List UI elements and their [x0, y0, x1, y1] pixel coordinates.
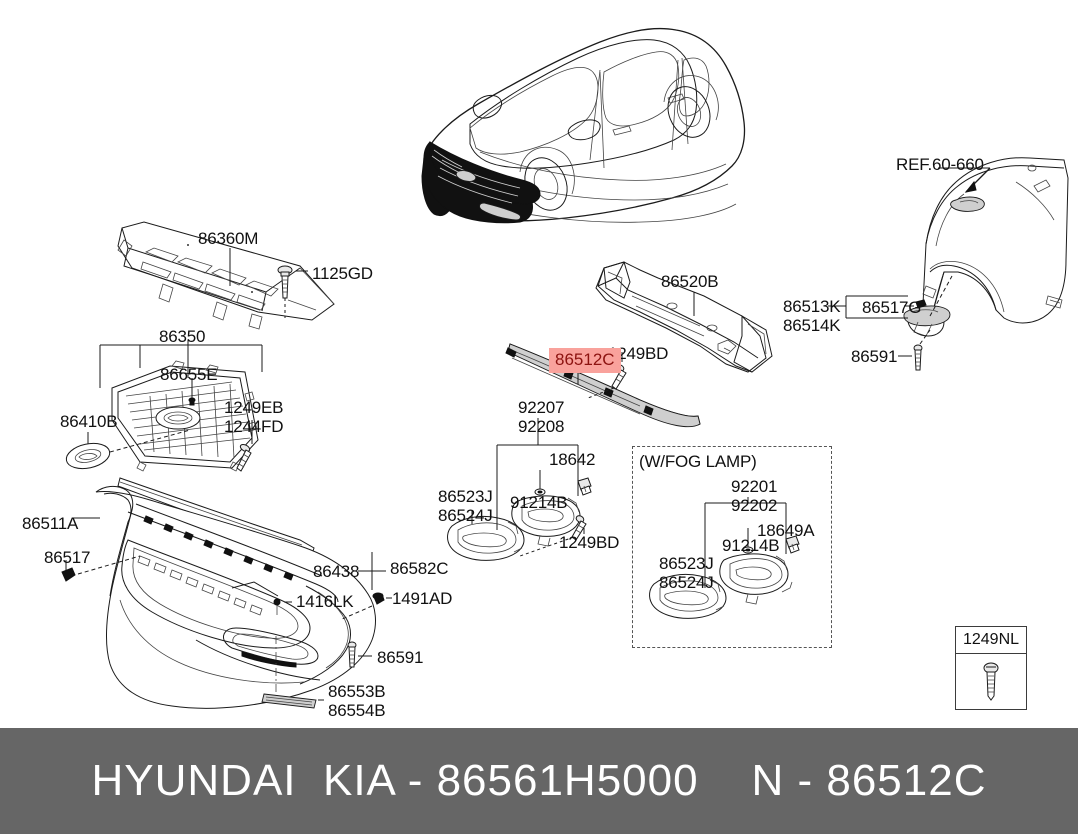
leader-86591-dash — [919, 329, 931, 345]
label-86591-left: 86591 — [377, 648, 424, 667]
part-18642 — [577, 477, 592, 496]
vehicle-illustration — [421, 27, 746, 224]
label-1491AD: 1491AD — [392, 589, 453, 608]
highlighted-part-86512C[interactable]: 86512C — [549, 348, 621, 373]
part-86517G-clip — [915, 299, 927, 309]
label-fog-18649A: 18649A — [757, 521, 815, 540]
label-18642: 18642 — [549, 450, 596, 469]
label-fog-86523J: 86523J 86524J — [659, 554, 714, 592]
bracket-86513K — [828, 295, 908, 319]
label-86520B: 86520B — [661, 272, 719, 291]
part-86520B — [595, 261, 773, 373]
fog-box-contents — [649, 535, 800, 619]
arrow-REF — [964, 180, 977, 193]
leader-1416LK-b — [231, 581, 279, 597]
screw-icon — [983, 662, 999, 701]
label-86410B: 86410B — [60, 412, 118, 431]
part-1491AD — [372, 592, 385, 605]
label-1125GD: 1125GD — [312, 264, 373, 283]
part-86591-right — [913, 344, 923, 371]
legend-box: 1249NL — [955, 626, 1027, 710]
label-86582C: 86582C — [390, 559, 449, 578]
part-fender — [917, 157, 1069, 325]
bracket-86350 — [99, 344, 263, 388]
legend-header: 1249NL — [956, 627, 1026, 654]
label-ref-60-660: REF.60-660 — [896, 155, 984, 174]
part-1249EB — [236, 443, 252, 472]
label-86360M: 86360M — [198, 229, 259, 248]
leader-1491AD-dash — [339, 605, 373, 621]
part-86553B — [261, 693, 317, 709]
part-86410B — [65, 442, 111, 470]
label-1249EB: 1249EB 1244FD — [224, 398, 284, 436]
label-86517: 86517 — [44, 548, 91, 567]
label-86523J: 86523J 86524J — [438, 487, 493, 525]
leader-fender-dash — [929, 275, 953, 317]
label-86591-right: 86591 — [851, 347, 898, 366]
label-86350: 86350 — [159, 327, 206, 346]
label-92207: 92207 92208 — [518, 398, 565, 436]
label-91214B: 91214B — [510, 493, 568, 512]
label-86511A: 86511A — [22, 514, 79, 533]
footer-text-wrap: HYUNDAI KIA - 86561H5000 N - 86512C — [0, 728, 1078, 834]
label-1416LK: 1416LK — [296, 592, 354, 611]
part-1249BD-bottom — [571, 515, 587, 541]
label-fog-title: (W/FOG LAMP) — [639, 452, 757, 471]
label-86553B: 86553B 86554B — [328, 682, 386, 720]
footer-bar: HYUNDAI KIA - 86561H5000 N - 86512C — [0, 728, 1078, 834]
legend-code: 1249NL — [962, 631, 1020, 648]
part-1125GD — [277, 265, 293, 299]
legend-body — [956, 654, 1026, 708]
footer-part-text: HYUNDAI KIA - 86561H5000 N - 86512C — [91, 756, 987, 805]
label-86513K: 86513K 86514K — [783, 297, 841, 335]
bracket-86582C — [358, 552, 386, 590]
part-86513K — [903, 305, 951, 337]
part-86591-left — [347, 641, 357, 668]
part-86360M — [117, 221, 335, 330]
diagram-canvas — [61, 27, 1069, 709]
label-86655E: 86655E — [160, 365, 218, 384]
label-fog-91214B: 91214B — [722, 536, 780, 555]
fog-lamp-box — [632, 446, 832, 648]
part-86655E — [188, 397, 196, 406]
part-86517 — [61, 567, 76, 582]
label-1249BD-bottom: 1249BD — [559, 533, 620, 552]
label-86517G: 86517G — [862, 298, 922, 317]
leader-86517-dash — [77, 555, 141, 575]
part-86511A — [95, 485, 376, 709]
label-fog-92201: 92201 92202 — [731, 477, 778, 515]
part-fog-assembly-center — [447, 495, 585, 561]
leader-1249BD-top-dash — [587, 387, 615, 399]
label-86438: 86438 — [313, 562, 360, 581]
part-86350 — [111, 360, 259, 472]
part-1416LK — [273, 598, 281, 615]
label-1249BD-top: 1249BD — [608, 344, 669, 363]
